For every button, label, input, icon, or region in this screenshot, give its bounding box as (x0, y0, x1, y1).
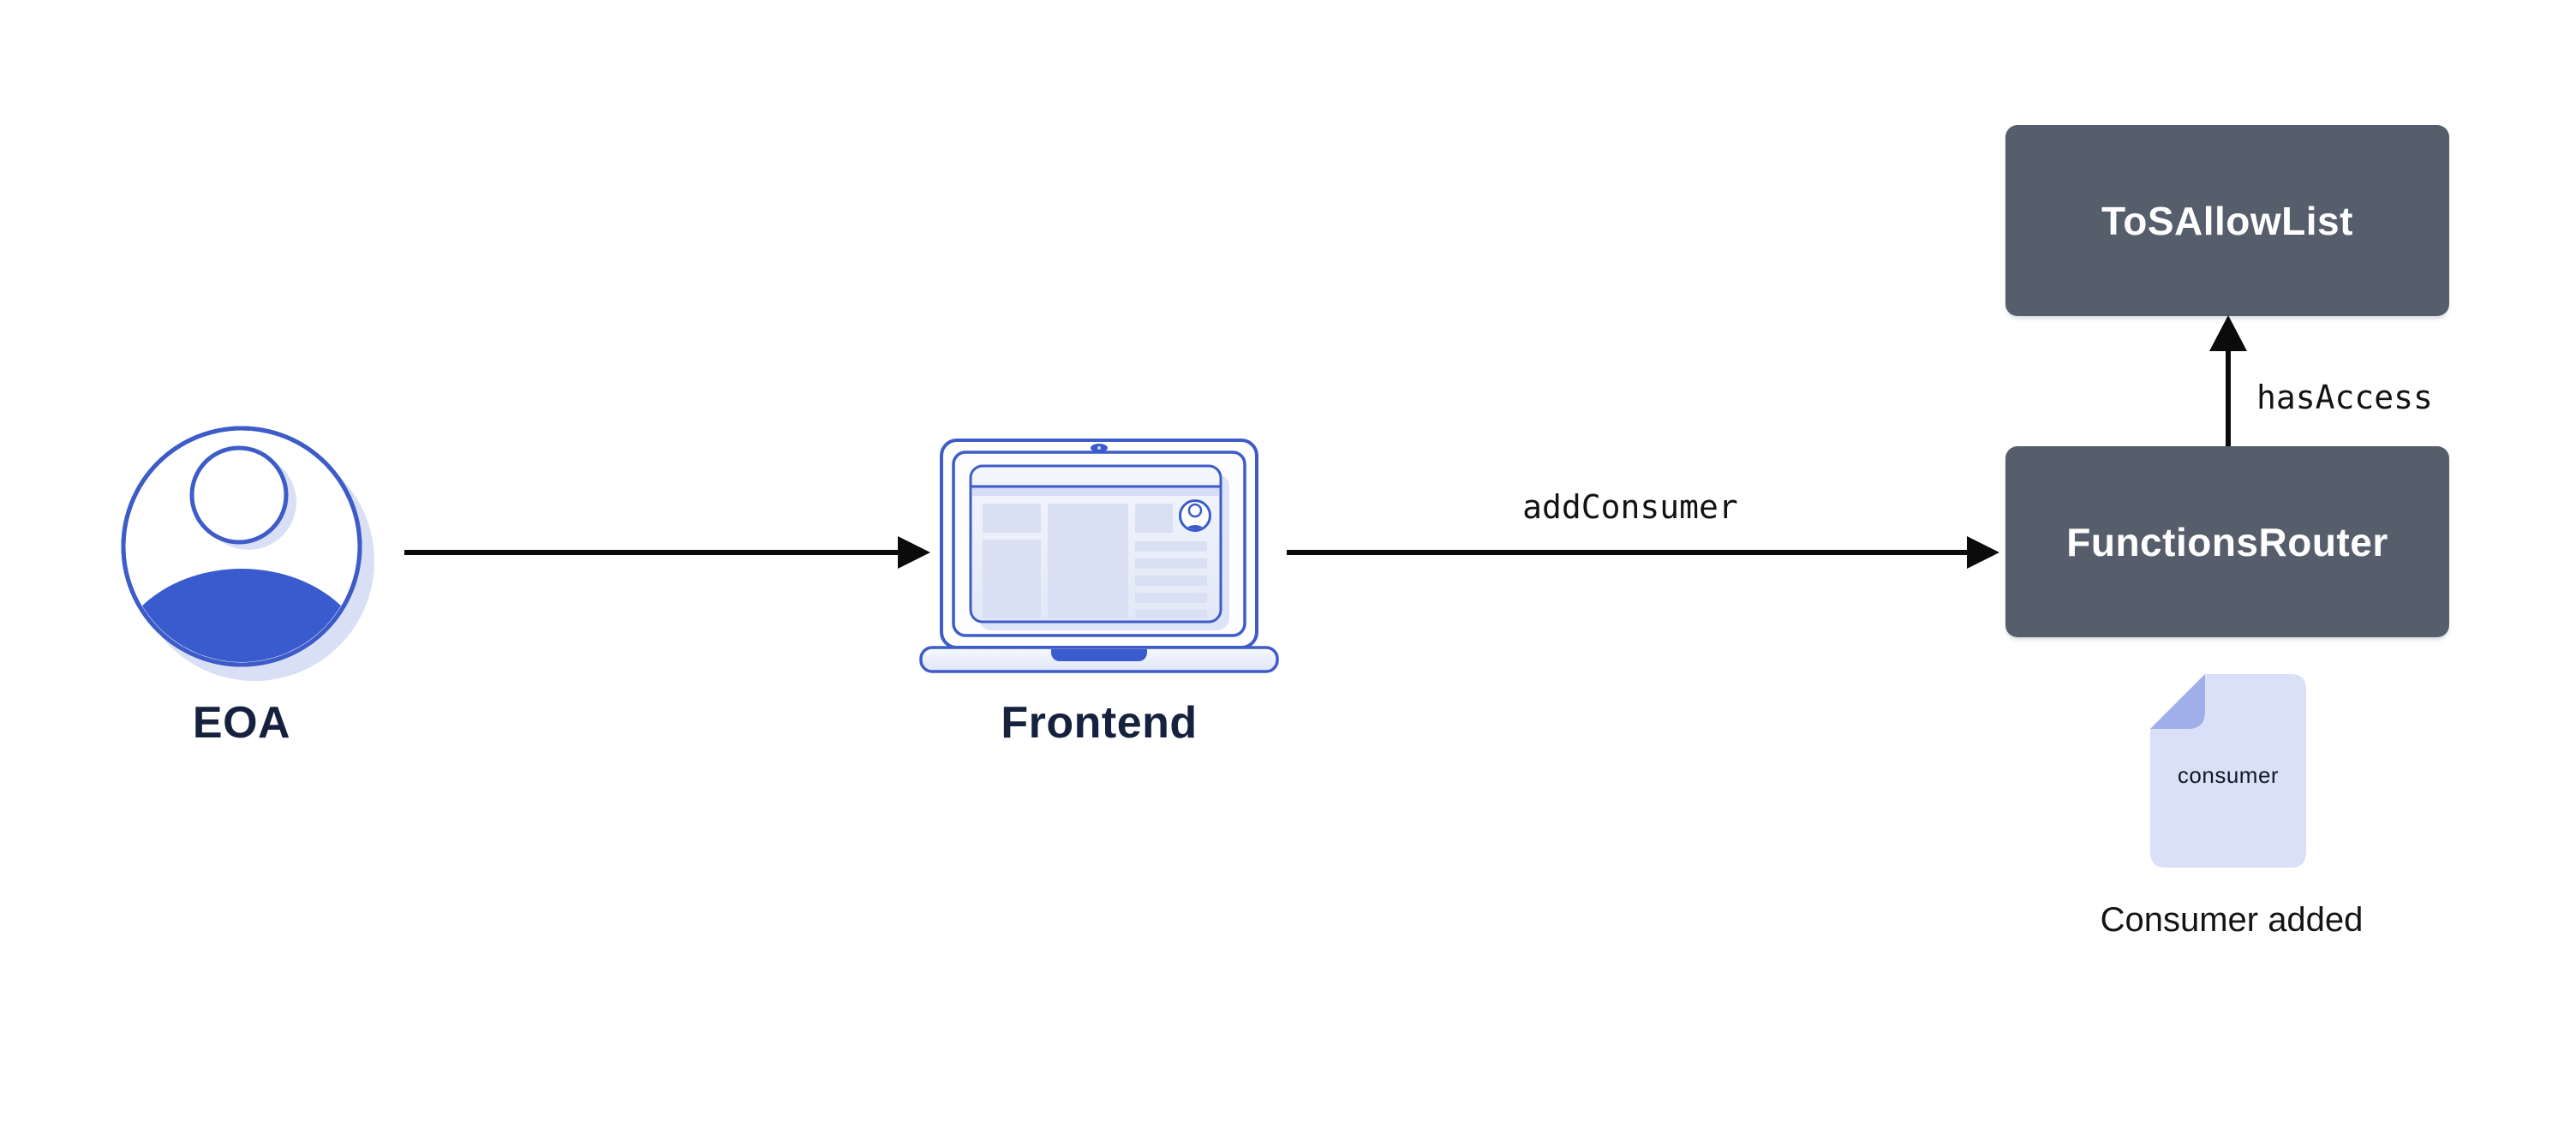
node-functions-router: FunctionsRouter (2005, 446, 2449, 637)
laptop-icon (919, 439, 1279, 673)
profile-avatar-icon (1179, 499, 1211, 532)
functions-router-label: FunctionsRouter (2066, 519, 2388, 564)
add-consumer-edge-label: addConsumer (1522, 488, 1738, 526)
tos-allow-list-label: ToSAllowList (2101, 198, 2353, 243)
folded-corner (2150, 674, 2205, 729)
eoa-label: EOA (192, 698, 291, 748)
arrowhead-right-icon (898, 536, 930, 569)
document-icon (2150, 674, 2306, 868)
laptop-notch (1051, 649, 1147, 661)
window-content-blocks (983, 504, 1207, 618)
consumer-added-caption: Consumer added (2100, 901, 2364, 939)
arrowhead-up-icon (2209, 315, 2247, 351)
frontend-label: Frontend (1001, 698, 1198, 748)
user-avatar-icon (121, 426, 374, 681)
has-access-edge-label: hasAccess (2256, 379, 2433, 416)
avatar-shoulders (126, 569, 357, 662)
arrowhead-right-icon (1967, 536, 1999, 569)
node-tos-allow-list: ToSAllowList (2005, 125, 2449, 316)
avatar-head (189, 445, 289, 545)
consumer-file-text: consumer (2177, 762, 2280, 788)
